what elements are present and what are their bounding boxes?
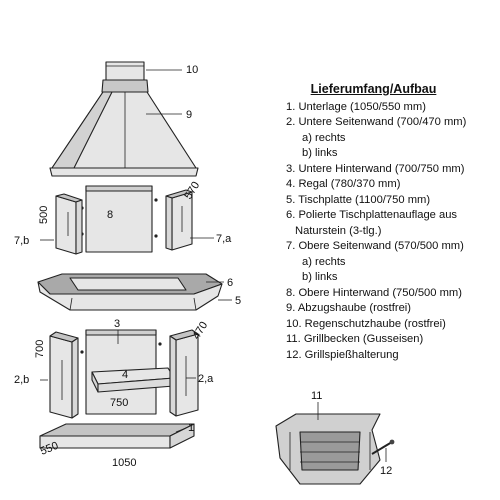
grill-basin-part: [275, 413, 381, 485]
legend-item: 1. Unterlage (1050/550 mm): [286, 100, 426, 113]
legend-item: 10. Regenschutzhaube (rostfrei): [286, 317, 446, 330]
lower-left-side-wall-part: [49, 331, 79, 419]
hood-part: [49, 91, 199, 177]
dim-lower-back-width: 750: [110, 397, 128, 409]
legend-item: Naturstein (3-tlg.): [295, 224, 382, 237]
leader-lines: [40, 69, 387, 462]
dim-lower-side-height: 700: [34, 340, 46, 358]
stone-top-part: [37, 273, 223, 295]
legend-item: 12. Grillspießhalterung: [286, 348, 399, 361]
label-spit-holder: 12: [380, 465, 392, 477]
label-upper-back-wall: 8: [107, 209, 113, 221]
legend-item: 2. Untere Seitenwand (700/470 mm): [286, 116, 467, 128]
shelf-part: [91, 367, 175, 393]
legend-item: 11. Grillbecken (Gusseisen): [286, 333, 424, 345]
label-stone-top: 6: [227, 277, 233, 289]
label-lower-side-left: 2,b: [14, 374, 29, 386]
legend-item: a) rechts: [302, 255, 346, 268]
label-base-slab: 1: [188, 422, 194, 434]
legend-item: 6. Polierte Tischplattenauflage aus: [286, 209, 458, 221]
legend-item: 7. Obere Seitenwand (570/500 mm): [286, 240, 464, 252]
legend-item: 4. Regal (780/370 mm): [286, 178, 401, 190]
label-upper-side-left: 7,b: [14, 235, 29, 247]
table-top-part: [37, 281, 223, 311]
legend-item: 3. Untere Hinterwand (700/750 mm): [286, 162, 465, 175]
dim-upper-side-height: 500: [38, 206, 50, 224]
label-table-top: 5: [235, 295, 241, 307]
spit-holder-part: [371, 439, 395, 455]
legend-item: 8. Obere Hinterwand (750/500 mm): [286, 286, 462, 299]
label-lower-back-wall: 3: [114, 318, 120, 330]
label-hood: 9: [186, 109, 192, 121]
upper-left-side-wall-part: [55, 193, 83, 255]
label-hood-cap: 10: [186, 64, 198, 76]
label-shelf: 4: [122, 369, 128, 381]
legend-item: 5. Tischplatte (1100/750 mm): [286, 193, 431, 206]
rain-cap-part: [101, 61, 149, 93]
legend-list: 1. Unterlage (1050/550 mm) 2. Untere Seit…: [286, 100, 496, 364]
upper-right-side-wall-part: [165, 189, 193, 251]
legend-item: b) links: [302, 271, 338, 283]
legend: Lieferumfang/Aufbau 1. Unterlage (1050/5…: [286, 82, 496, 363]
legend-item: a) rechts: [302, 131, 346, 144]
base-slab-part: [39, 423, 195, 449]
label-upper-side-right: 7,a: [216, 233, 232, 245]
label-lower-side-right: 2,a: [198, 373, 214, 385]
upper-back-wall-part: [80, 185, 158, 253]
label-grill-basin: 11: [311, 390, 322, 402]
legend-item: 9. Abzugshaube (rostfrei): [286, 302, 411, 314]
legend-title: Lieferumfang/Aufbau: [310, 82, 437, 96]
dim-base-width: 1050: [112, 457, 136, 469]
lower-right-side-wall-part: [169, 329, 199, 417]
legend-item: b) links: [302, 147, 338, 159]
